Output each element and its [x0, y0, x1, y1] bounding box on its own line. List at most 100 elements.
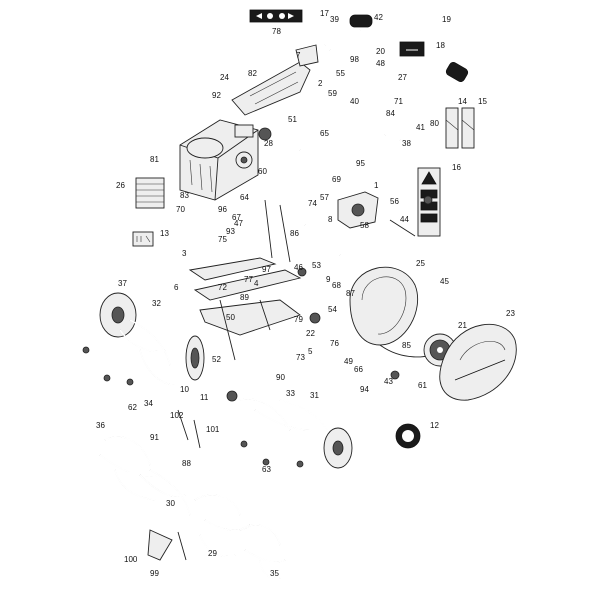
wheel-icon [185, 335, 205, 381]
part-label-14: 14 [458, 97, 467, 106]
part-label-24: 24 [220, 73, 229, 82]
tine-assembly-icon [139, 469, 191, 516]
part-label-17: 17 [320, 9, 329, 18]
part-label-92: 92 [212, 91, 221, 100]
part-label-13: 13 [160, 229, 169, 238]
part-label-60: 60 [258, 167, 267, 176]
part-label-87: 87 [346, 289, 355, 298]
part-label-81: 81 [150, 155, 159, 164]
part-label-15: 15 [478, 97, 487, 106]
part-label-45: 45 [440, 277, 449, 286]
tine-disc-left [99, 292, 137, 338]
gearbox-icon [337, 191, 379, 229]
handlebar [298, 23, 469, 160]
part-label-63: 63 [262, 465, 271, 474]
part-label-80: 80 [430, 119, 439, 128]
belt-guard-icon [439, 324, 517, 401]
part-label-30: 30 [166, 499, 175, 508]
tine-bar-icon [147, 409, 201, 561]
part-label-96: 96 [218, 205, 227, 214]
part-label-68: 68 [332, 281, 341, 290]
part-label-84: 84 [386, 109, 395, 118]
part-label-40: 40 [350, 97, 359, 106]
decal-arrows-icon [249, 9, 303, 23]
part-label-97: 97 [262, 265, 271, 274]
part-label-48: 48 [376, 59, 385, 68]
tine-assembly-icon [194, 494, 251, 557]
part-label-23: 23 [506, 309, 515, 318]
part-label-28: 28 [264, 139, 273, 148]
part-label-85: 85 [402, 341, 411, 350]
hardware-icon [82, 195, 433, 468]
gear-symbol-icon [395, 423, 421, 449]
tine-assembly-icon [239, 398, 331, 436]
part-label-41: 41 [416, 123, 425, 132]
part-label-44: 44 [400, 215, 409, 224]
operator-manual-icon [132, 231, 154, 247]
part-label-5: 5 [308, 347, 313, 356]
part-label-71: 71 [394, 97, 403, 106]
part-label-37: 37 [118, 279, 127, 288]
part-label-86: 86 [290, 229, 299, 238]
part-label-57: 57 [320, 193, 329, 202]
rod-icon [389, 219, 416, 237]
part-label-46: 46 [294, 263, 303, 272]
tine-assembly-icon [119, 319, 176, 386]
part-label-12: 12 [430, 421, 439, 430]
part-label-67: 67 [232, 213, 241, 222]
part-label-54: 54 [328, 305, 337, 314]
part-label-6: 6 [174, 283, 179, 292]
part-label-55: 55 [336, 69, 345, 78]
part-label-99: 99 [150, 569, 159, 578]
part-label-31: 31 [310, 391, 319, 400]
part-label-7: 7 [296, 51, 301, 60]
part-label-11: 11 [200, 393, 209, 402]
part-label-20: 20 [376, 47, 385, 56]
part-label-51: 51 [288, 115, 297, 124]
part-label-76: 76 [330, 339, 339, 348]
part-label-33: 33 [286, 389, 295, 398]
part-label-56: 56 [390, 197, 399, 206]
part-label-73: 73 [296, 353, 305, 362]
part-label-36: 36 [96, 421, 105, 430]
part-label-10: 10 [180, 385, 189, 394]
tine-assembly-icon [239, 524, 286, 580]
part-label-59: 59 [328, 89, 337, 98]
part-label-90: 90 [276, 373, 285, 382]
part-label-25: 25 [416, 259, 425, 268]
part-label-98: 98 [350, 55, 359, 64]
part-label-75: 75 [218, 235, 227, 244]
part-label-52: 52 [212, 355, 221, 364]
part-label-18: 18 [436, 41, 445, 50]
part-label-72: 72 [218, 283, 227, 292]
part-label-78: 78 [272, 27, 281, 36]
part-label-74: 74 [308, 199, 317, 208]
part-label-88: 88 [182, 459, 191, 468]
part-label-95: 95 [356, 159, 365, 168]
part-label-9: 9 [326, 275, 331, 284]
part-label-79: 79 [294, 315, 303, 324]
part-label-21: 21 [458, 321, 467, 330]
part-label-101: 101 [206, 425, 220, 434]
part-label-43: 43 [384, 377, 393, 386]
part-label-64: 64 [240, 193, 249, 202]
part-label-16: 16 [452, 163, 461, 172]
handle-grip-icon [445, 107, 475, 149]
part-label-32: 32 [152, 299, 161, 308]
part-label-70: 70 [176, 205, 185, 214]
grip-icon [349, 14, 373, 28]
part-label-69: 69 [332, 175, 341, 184]
part-label-100: 100 [124, 555, 138, 564]
part-label-2: 2 [318, 79, 323, 88]
part-label-3: 3 [182, 249, 187, 258]
part-label-29: 29 [208, 549, 217, 558]
part-label-27: 27 [398, 73, 407, 82]
belt-cover-icon [349, 266, 419, 346]
part-label-49: 49 [344, 357, 353, 366]
part-label-65: 65 [320, 129, 329, 138]
part-label-19: 19 [442, 15, 451, 24]
part-label-83: 83 [180, 191, 189, 200]
part-label-50: 50 [226, 313, 235, 322]
